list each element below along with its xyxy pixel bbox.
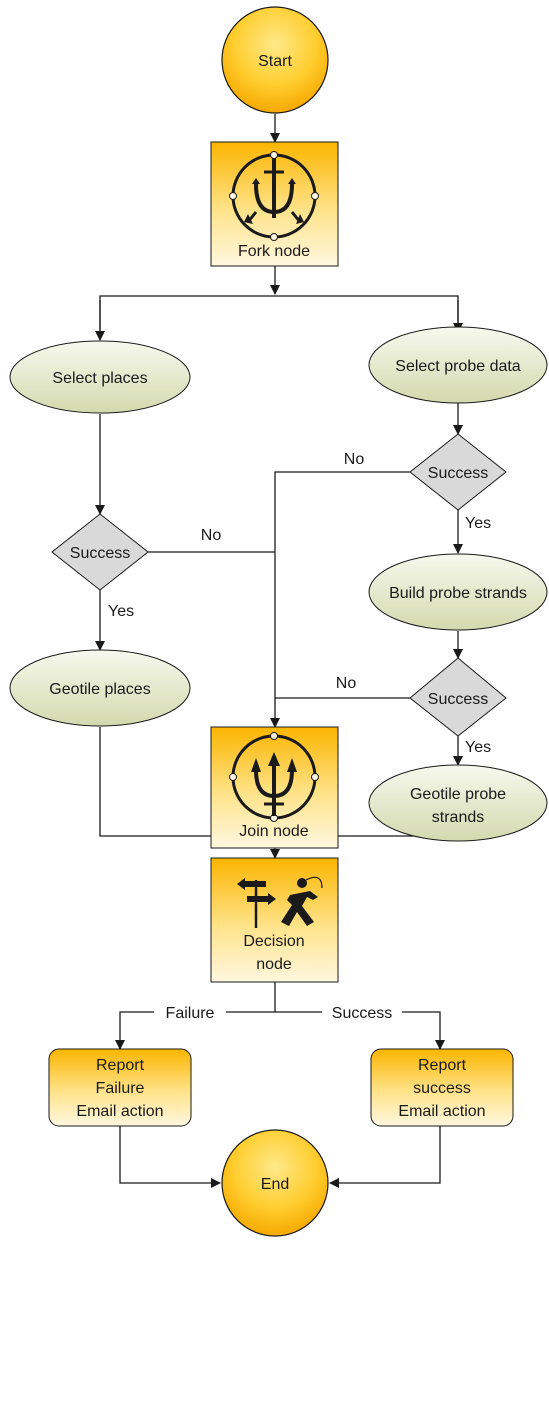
- report-failure-line2: Failure: [96, 1080, 145, 1097]
- select-places-label: Select places: [52, 370, 147, 387]
- trident-fork-icon: [229, 151, 319, 241]
- edge-label-yes-left: Yes: [108, 603, 134, 620]
- report-failure-line3: Email action: [76, 1103, 163, 1120]
- fork-node: Fork node: [210, 141, 339, 267]
- geotile-probe-label-line2: strands: [432, 809, 484, 826]
- build-probe-strands-node: Build probe strands: [368, 553, 548, 631]
- edge-label-yes-right-2: Yes: [465, 739, 491, 756]
- fork-label: Fork node: [238, 243, 310, 260]
- edge-label-no-mid: No: [336, 675, 357, 692]
- edge-label-failure: Failure: [166, 1005, 215, 1022]
- success-right-1-label: Success: [428, 465, 488, 482]
- success-left-label: Success: [70, 545, 130, 562]
- report-success-line3: Email action: [398, 1103, 485, 1120]
- report-success-line2: success: [413, 1080, 471, 1097]
- report-success-line1: Report: [418, 1057, 467, 1074]
- select-probe-data-label: Select probe data: [395, 358, 521, 375]
- trident-join-icon: [229, 732, 319, 822]
- build-probe-strands-label: Build probe strands: [389, 585, 527, 602]
- decision-node: Decision node: [210, 857, 339, 983]
- signpost-person-icon: [237, 876, 323, 928]
- edge-label-no-top: No: [344, 451, 365, 468]
- geotile-probe-label-line1: Geotile probe: [410, 786, 506, 803]
- success-right-2-label: Success: [428, 691, 488, 708]
- success-diamond-right-2: Success: [409, 657, 507, 737]
- edge-success-end: [329, 1126, 441, 1188]
- success-diamond-right-1: Success: [409, 433, 507, 511]
- connectors: [95, 114, 463, 1188]
- decision-label-line1: Decision: [243, 933, 304, 950]
- join-label: Join node: [239, 823, 308, 840]
- start-label: Start: [258, 53, 292, 70]
- end-label: End: [261, 1176, 289, 1193]
- edge-label-yes-right-1: Yes: [465, 515, 491, 532]
- geotile-places-label: Geotile places: [49, 681, 150, 698]
- edge-label-no-left: No: [201, 527, 222, 544]
- split-bar: [99, 295, 459, 330]
- end-node: End: [221, 1129, 329, 1237]
- select-places-node: Select places: [9, 340, 191, 414]
- edge-no-trunk: [270, 471, 410, 728]
- edge-failure-end: [119, 1126, 221, 1188]
- select-probe-data-node: Select probe data: [368, 326, 548, 404]
- decision-label-line2: node: [256, 956, 292, 973]
- geotile-probe-strands-node: Geotile probe strands: [368, 764, 548, 842]
- report-failure-line1: Report: [96, 1057, 145, 1074]
- success-diamond-left: Success: [51, 513, 149, 591]
- start-node: Start: [221, 6, 329, 114]
- edge-label-success: Success: [332, 1005, 392, 1022]
- join-node: Join node: [210, 726, 339, 849]
- report-failure-node: Report Failure Email action: [48, 1048, 192, 1127]
- geotile-places-node: Geotile places: [9, 649, 191, 727]
- report-success-node: Report success Email action: [370, 1048, 514, 1127]
